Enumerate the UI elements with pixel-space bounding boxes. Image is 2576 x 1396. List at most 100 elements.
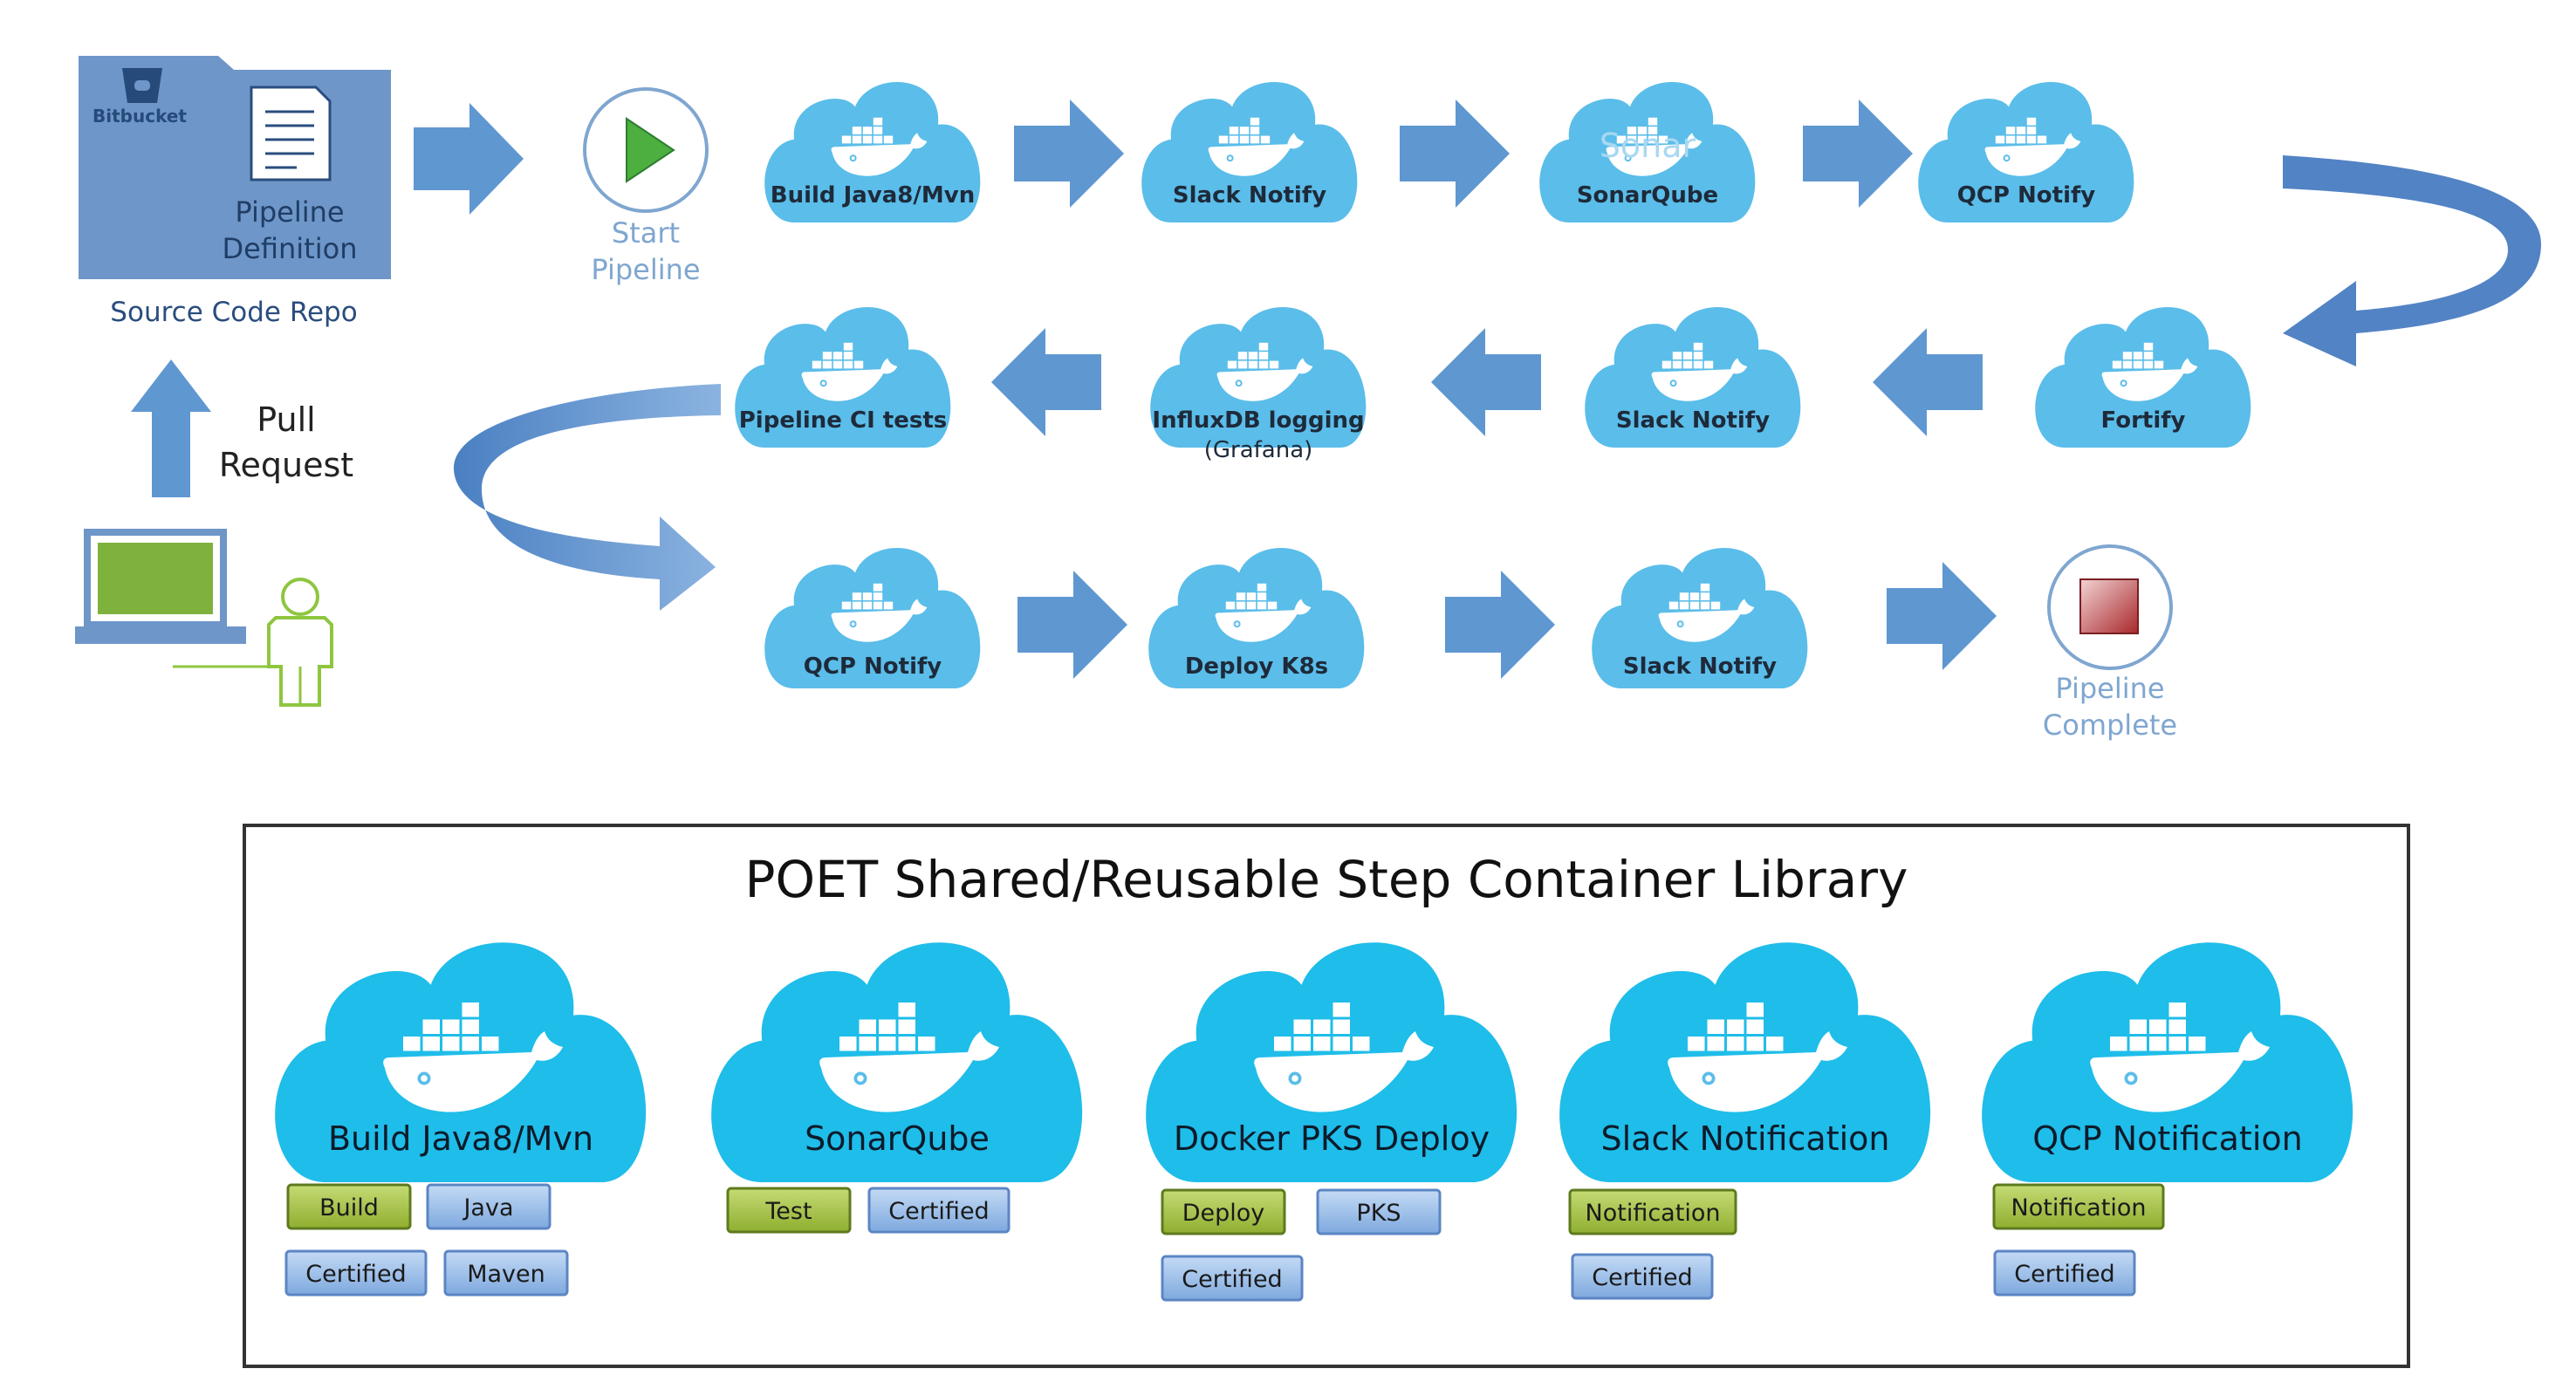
tag-label: Java xyxy=(462,1194,513,1222)
pipeline-step-row2-4: Fortify xyxy=(2035,306,2251,448)
step-label: Slack Notify xyxy=(1616,407,1770,434)
pipeline-step-row2-2: InfluxDB logging (Grafana) xyxy=(1150,306,1367,463)
arrow-r2-1 xyxy=(991,328,1101,436)
pipeline-step-row1-4: QCP Notify xyxy=(1918,81,2134,222)
tag-label: Deploy xyxy=(1182,1200,1265,1227)
tag-box xyxy=(1993,1249,2136,1297)
tag-java: Java xyxy=(426,1183,552,1230)
arrow-to-start xyxy=(414,103,524,215)
tag-label: Test xyxy=(764,1198,812,1225)
arrow-r3-1 xyxy=(1017,571,1127,679)
pipeline-step-row2-1: Pipeline CI tests xyxy=(735,306,951,448)
arrow-r1-1 xyxy=(1014,99,1124,208)
tag-box xyxy=(1316,1188,1442,1235)
arrow-r3-3 xyxy=(1887,562,1997,670)
step-label: Slack Notify xyxy=(1623,654,1777,680)
tag-label: Build xyxy=(319,1194,379,1222)
library-title: POET Shared/Reusable Step Container Libr… xyxy=(745,850,1908,909)
start-pipeline: Start Pipeline xyxy=(583,87,709,286)
source-code-repo-caption: Source Code Repo xyxy=(110,297,357,328)
tag-certified: Certified xyxy=(284,1249,428,1297)
library-item-label: SonarQube xyxy=(805,1119,990,1158)
pipeline-step-row2-3: Slack Notify xyxy=(1585,306,1801,448)
pipeline-step-row3-3: Slack Notify xyxy=(1592,547,1808,688)
step-label: Pipeline CI tests xyxy=(739,407,947,434)
tag-pks: PKS xyxy=(1316,1188,1442,1235)
complete-line1: Pipeline xyxy=(2055,672,2164,705)
step-label: SonarQube xyxy=(1577,182,1718,209)
tag-box xyxy=(426,1183,552,1230)
tag-box xyxy=(867,1187,1011,1234)
tag-box xyxy=(284,1249,428,1297)
library-item-label: Docker PKS Deploy xyxy=(1174,1119,1490,1158)
start-line1: Start xyxy=(612,216,680,250)
pipeline-definition-line2: Definition xyxy=(223,232,358,265)
pull-request-line1: Pull xyxy=(257,400,315,439)
start-line2: Pipeline xyxy=(591,253,700,286)
tag-label: Certified xyxy=(1592,1264,1692,1291)
document-icon xyxy=(250,86,332,181)
step-label: Slack Notify xyxy=(1173,182,1326,209)
tag-box xyxy=(286,1183,412,1230)
library-item-label: QCP Notification xyxy=(2032,1119,2302,1158)
tag-label: Certified xyxy=(888,1198,989,1225)
pipeline-step-row1-2: Slack Notify xyxy=(1141,81,1358,222)
pipeline-complete: Pipeline Complete xyxy=(2043,544,2177,742)
pipeline-definition-line1: Pipeline xyxy=(235,195,344,229)
complete-line2: Complete xyxy=(2043,708,2177,742)
arrow-r3-2 xyxy=(1445,571,1555,679)
step-label-line2: (Grafana) xyxy=(1204,437,1313,463)
arrow-r1-3 xyxy=(1803,99,1913,208)
step-label: Fortify xyxy=(2101,407,2186,434)
pipeline-step-row3-2: Deploy K8s xyxy=(1148,547,1365,688)
tag-label: Maven xyxy=(467,1261,545,1288)
source-code-repo: Bitbucket Pipeline Definition Source Cod… xyxy=(79,56,391,328)
tag-label: Certified xyxy=(1182,1266,1282,1293)
pull-request-line2: Request xyxy=(219,446,353,484)
tag-notification: Notification xyxy=(1992,1183,2165,1230)
arrow-r2-2 xyxy=(1431,328,1541,436)
arrow-r2-3 xyxy=(1873,328,1983,436)
step-overlay-text: Sonar xyxy=(1600,127,1696,165)
tag-box xyxy=(443,1249,569,1297)
tag-box xyxy=(1992,1183,2165,1230)
tag-certified: Certified xyxy=(867,1187,1011,1234)
tag-test: Test xyxy=(726,1187,852,1234)
library-panel: POET Shared/Reusable Step Container Libr… xyxy=(243,824,2410,1368)
stop-icon xyxy=(2079,578,2139,634)
pipeline-step-row3-1: QCP Notify xyxy=(764,547,981,688)
pipeline-step-row1-1: Build Java8/Mvn xyxy=(764,81,981,222)
tag-maven: Maven xyxy=(443,1249,569,1297)
tag-box xyxy=(1161,1255,1304,1302)
tag-build: Build xyxy=(286,1183,412,1230)
laptop-icon xyxy=(75,529,246,644)
step-label: QCP Notify xyxy=(1957,182,2096,209)
step-label: InfluxDB logging xyxy=(1152,407,1364,434)
bitbucket-label: Bitbucket xyxy=(92,106,187,127)
pull-request-arrow xyxy=(131,359,211,497)
step-label: Build Java8/Mvn xyxy=(771,182,975,209)
bitbucket-icon: Bitbucket xyxy=(92,68,187,127)
flow-arrows xyxy=(454,99,2541,679)
step-label: QCP Notify xyxy=(804,654,942,680)
tag-box xyxy=(1161,1188,1286,1235)
tag-certified: Certified xyxy=(1993,1249,2136,1297)
tag-notification: Notification xyxy=(1568,1188,1737,1235)
tag-deploy: Deploy xyxy=(1161,1188,1286,1235)
arrow-r1-2 xyxy=(1400,99,1510,208)
tag-label: Notification xyxy=(1586,1200,1721,1227)
tag-label: Notification xyxy=(2011,1194,2147,1222)
tag-label: Certified xyxy=(2014,1261,2114,1288)
play-icon xyxy=(626,117,675,183)
tag-certified: Certified xyxy=(1161,1255,1304,1302)
tag-certified: Certified xyxy=(1571,1253,1714,1300)
library-item-label: Slack Notification xyxy=(1601,1119,1890,1158)
tag-box xyxy=(726,1187,852,1234)
